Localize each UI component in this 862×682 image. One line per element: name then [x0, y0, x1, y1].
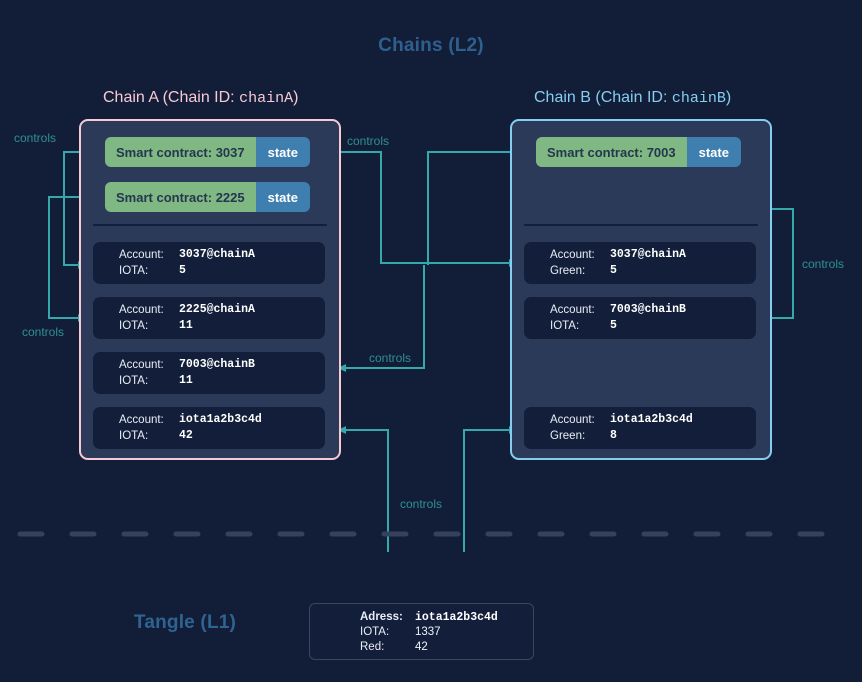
smart-contract-2225-state[interactable]: state	[255, 182, 310, 212]
account-value: 7003@chainB	[179, 358, 255, 371]
balance-value: 8	[610, 429, 617, 442]
wire-tangle-to-acctA4	[337, 426, 389, 552]
edge-label-controls-bottom: controls	[400, 497, 443, 511]
balance-key: IOTA:	[119, 430, 149, 442]
balance-key: IOTA:	[119, 265, 149, 277]
account-value: 7003@chainB	[610, 303, 686, 316]
chain-a-title-prefix: Chain A (Chain ID:	[103, 89, 240, 106]
smart-contract-3037[interactable]: Smart contract: 3037 state	[105, 137, 310, 167]
smart-contract-7003[interactable]: Smart contract: 7003 state	[536, 137, 741, 167]
balance-value: 11	[179, 374, 193, 387]
tangle-address-card: Adress: iota1a2b3c4d IOTA: 1337 Red: 42	[309, 603, 534, 660]
chain-b-title: Chain B (Chain ID: chainB)	[534, 89, 731, 107]
balance-key: IOTA:	[119, 375, 149, 387]
balance-key: Green:	[550, 265, 586, 277]
chain-b-box	[510, 119, 772, 460]
smart-contract-2225[interactable]: Smart contract: 2225 state	[105, 182, 310, 212]
iota-value: 1337	[415, 626, 441, 638]
page-title-l1: Tangle (L1)	[133, 612, 237, 633]
chain-a-box	[79, 119, 341, 460]
balance-value: 11	[179, 319, 193, 332]
red-key: Red:	[360, 641, 385, 653]
smart-contract-2225-label: Smart contract: 2225	[105, 182, 256, 212]
balance-value: 42	[179, 429, 193, 442]
chain-b-title-suffix: )	[725, 89, 732, 106]
account-card: Account: iota1a2b3c4d IOTA: 42	[93, 407, 325, 449]
chain-a-title: Chain A (Chain ID: chainA)	[103, 89, 298, 107]
balance-key: IOTA:	[550, 320, 580, 332]
balance-value: 5	[610, 319, 617, 332]
account-card: Account: 3037@chainA Green: 5	[524, 242, 756, 284]
account-value: iota1a2b3c4d	[610, 413, 693, 426]
account-value: 3037@chainA	[179, 248, 255, 261]
chain-b-divider	[524, 224, 758, 226]
edge-label-controls-mid-top: controls	[347, 134, 390, 148]
chain-a-divider	[93, 224, 327, 226]
account-key: Account:	[550, 249, 595, 261]
page-title-l2: Chains (L2)	[378, 35, 484, 56]
account-card: Account: 7003@chainB IOTA: 11	[93, 352, 325, 394]
address-value: iota1a2b3c4d	[415, 611, 498, 624]
chain-a-id: chainA	[239, 90, 294, 107]
edge-label-controls-mid-bottom: controls	[369, 351, 412, 365]
account-key: Account:	[550, 304, 595, 316]
account-value: 3037@chainA	[610, 248, 686, 261]
account-value: 2225@chainA	[179, 303, 255, 316]
balance-value: 5	[610, 264, 617, 277]
address-key: Adress:	[360, 611, 403, 623]
balance-key: IOTA:	[119, 320, 149, 332]
account-card: Account: iota1a2b3c4d Green: 8	[524, 407, 756, 449]
edge-label-controls-right: controls	[802, 257, 845, 271]
chain-b-id: chainB	[671, 90, 726, 107]
wire-scA1-to-chainB-acct	[330, 151, 518, 267]
chain-a-title-suffix: )	[293, 89, 299, 106]
edge-label-controls-left-bottom: controls	[22, 325, 65, 339]
account-key: Account:	[119, 414, 164, 426]
iota-key: IOTA:	[360, 626, 390, 638]
edge-label-controls-left-top: controls	[14, 131, 57, 145]
smart-contract-3037-label: Smart contract: 3037	[105, 137, 256, 167]
chain-b-title-prefix: Chain B (Chain ID:	[534, 89, 672, 106]
account-key: Account:	[119, 359, 164, 371]
account-key: Account:	[550, 414, 595, 426]
balance-value: 5	[179, 264, 186, 277]
smart-contract-3037-state[interactable]: state	[255, 137, 310, 167]
red-value: 42	[415, 641, 428, 653]
smart-contract-7003-state[interactable]: state	[686, 137, 741, 167]
account-key: Account:	[119, 249, 164, 261]
account-card: Account: 3037@chainA IOTA: 5	[93, 242, 325, 284]
smart-contract-7003-label: Smart contract: 7003	[536, 137, 687, 167]
account-value: iota1a2b3c4d	[179, 413, 262, 426]
balance-key: Green:	[550, 430, 586, 442]
account-key: Account:	[119, 304, 164, 316]
account-card: Account: 2225@chainA IOTA: 11	[93, 297, 325, 339]
account-card: Account: 7003@chainB IOTA: 5	[524, 297, 756, 339]
